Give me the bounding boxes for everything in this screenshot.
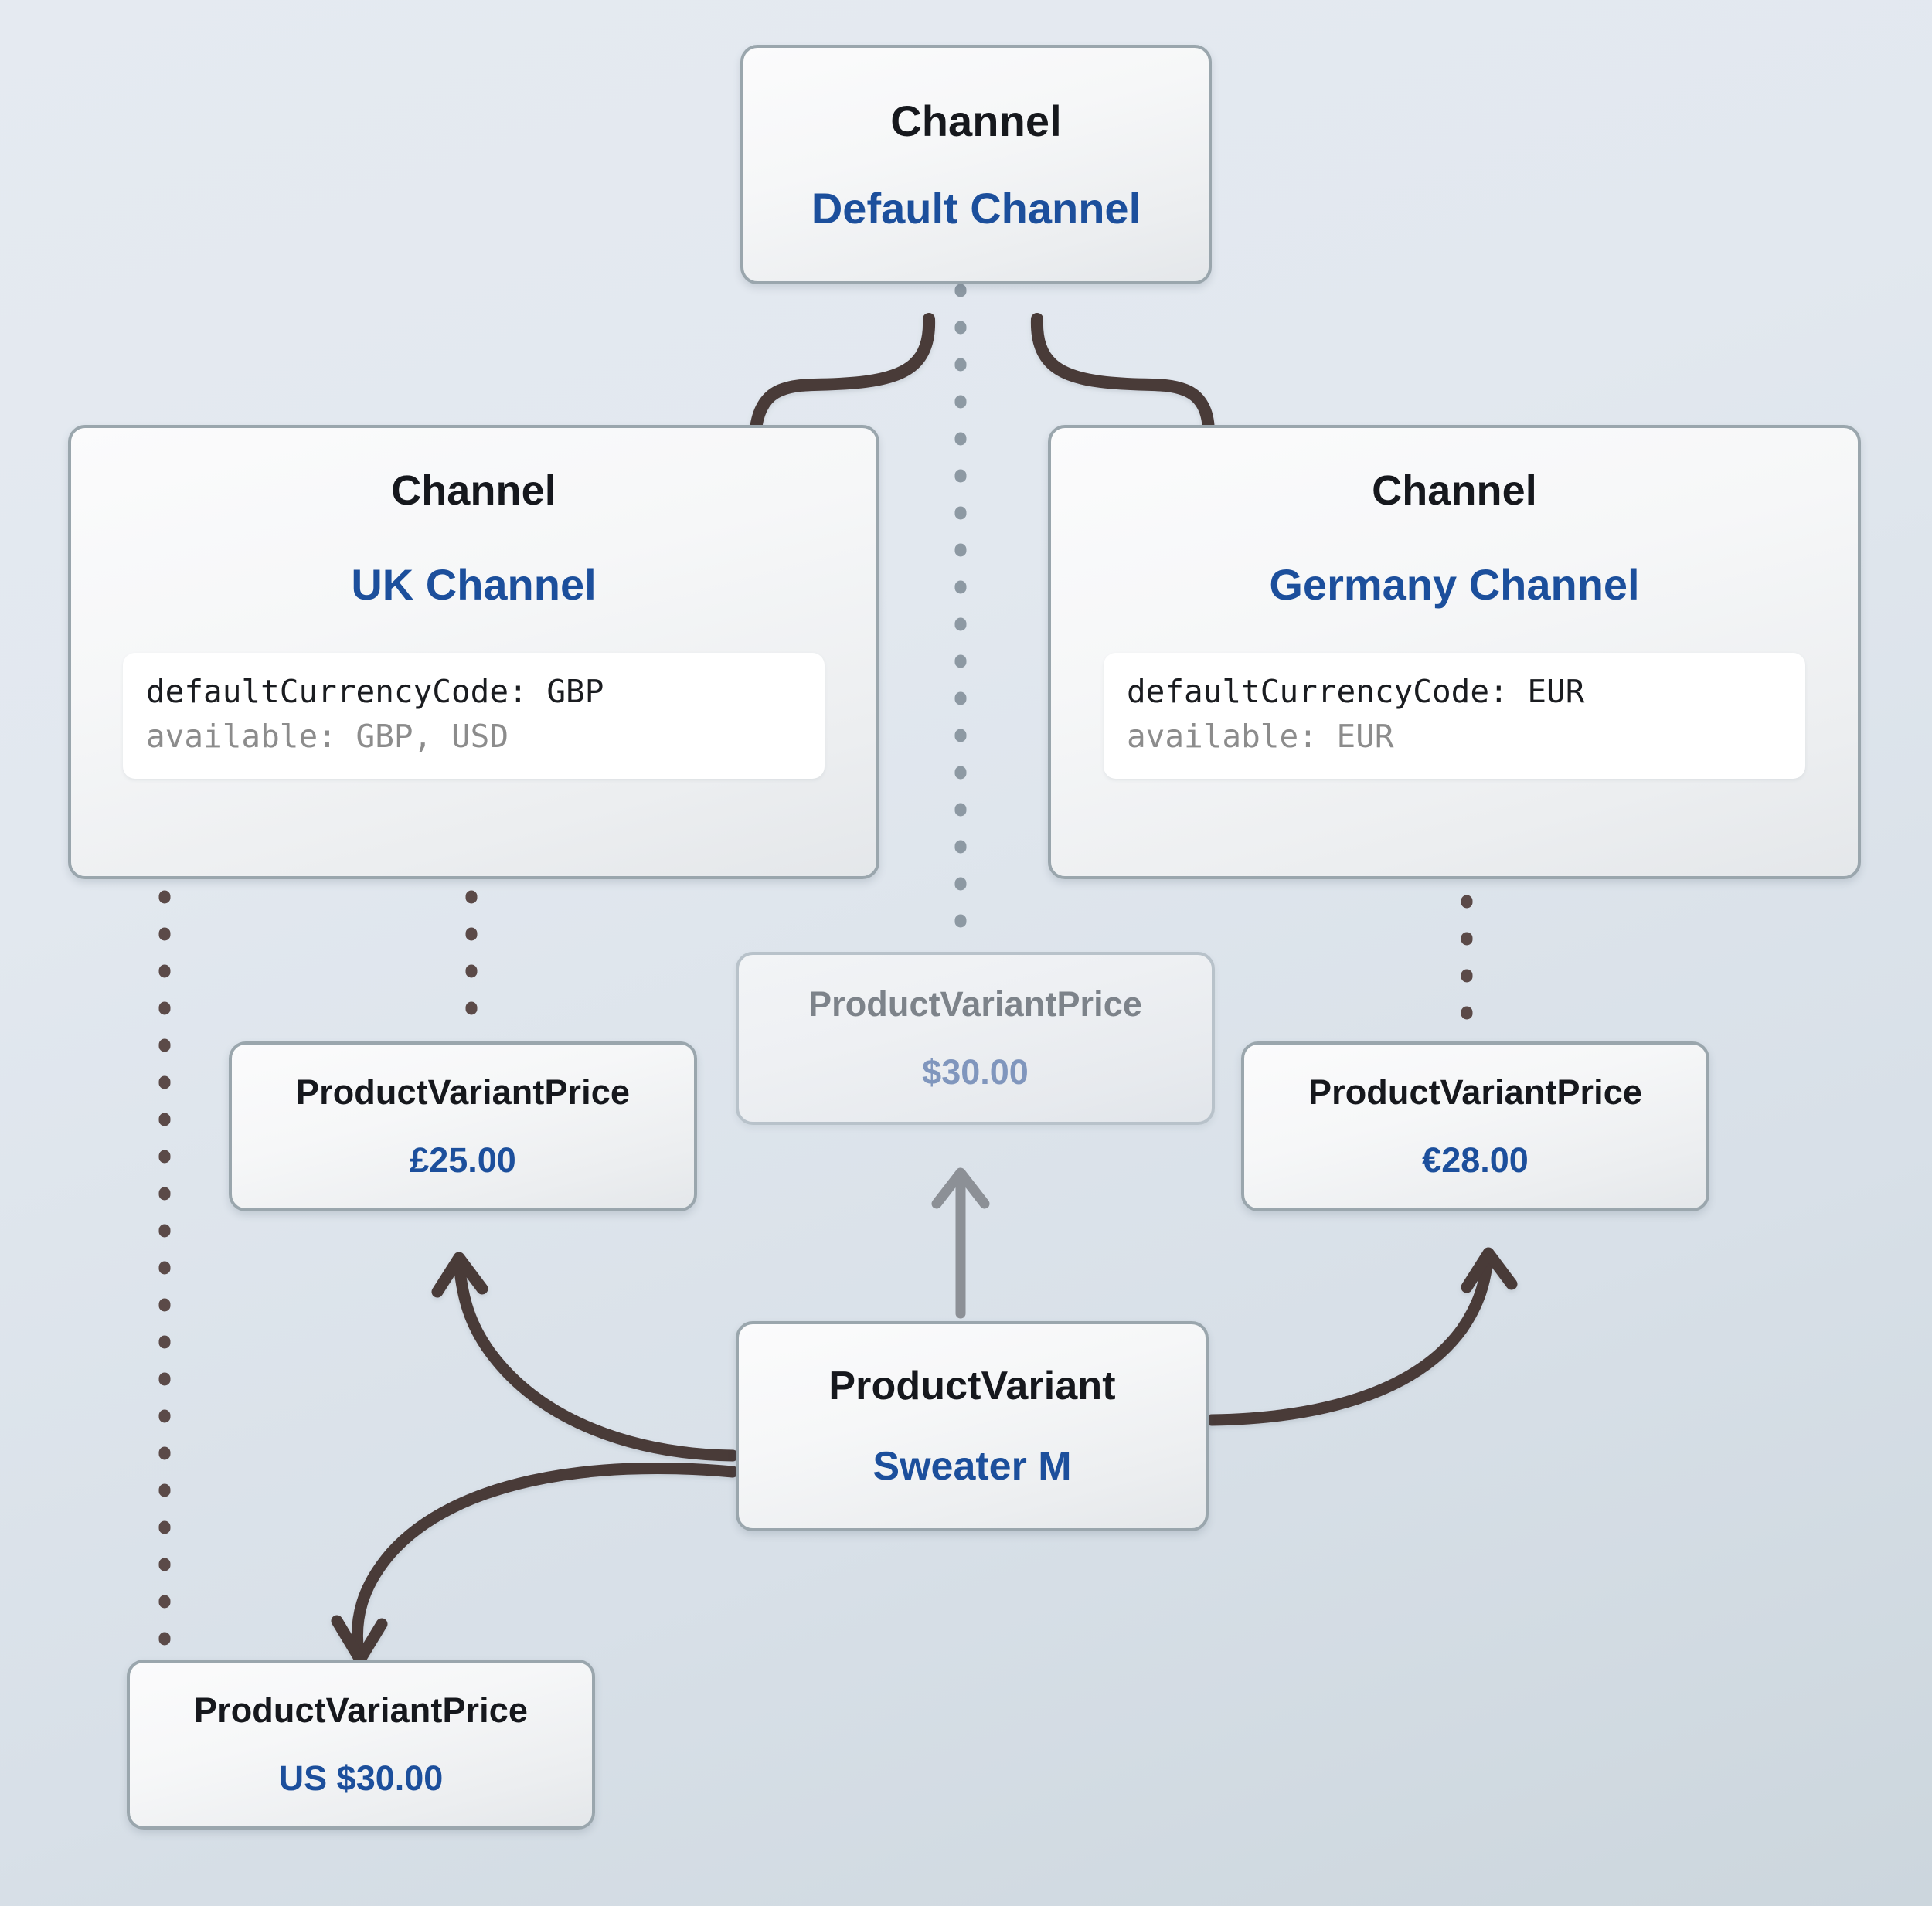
node-price-value: $30.00 — [922, 1052, 1029, 1092]
node-price-value: €28.00 — [1422, 1140, 1529, 1180]
node-name-label: Germany Channel — [1269, 560, 1640, 609]
node-type-label: ProductVariantPrice — [193, 1690, 529, 1730]
node-type-label: ProductVariant — [828, 1364, 1116, 1408]
node-product-variant[interactable]: ProductVariant Sweater M — [736, 1321, 1209, 1531]
node-product-variant-price-gbp[interactable]: ProductVariantPrice £25.00 — [229, 1041, 697, 1211]
node-default-channel[interactable]: Channel Default Channel — [740, 45, 1212, 284]
node-type-label: ProductVariantPrice — [808, 984, 1143, 1024]
channel-currency-code-block: defaultCurrencyCode: EUR available: EUR — [1104, 653, 1805, 779]
node-product-variant-price-usd[interactable]: ProductVariantPrice US $30.00 — [127, 1660, 595, 1830]
node-product-variant-price-usd-default[interactable]: ProductVariantPrice $30.00 — [736, 952, 1215, 1125]
node-uk-channel[interactable]: Channel UK Channel defaultCurrencyCode: … — [68, 425, 879, 879]
node-name-label: Sweater M — [872, 1444, 1072, 1489]
default-currency-code-line: defaultCurrencyCode: EUR — [1127, 673, 1585, 710]
edge-variant-to-price-usd-default — [931, 1167, 990, 1319]
node-type-label: ProductVariantPrice — [295, 1072, 631, 1112]
edge-variant-to-price-eur — [1206, 1247, 1518, 1426]
node-name-label: UK Channel — [351, 560, 597, 609]
node-type-label: ProductVariantPrice — [1308, 1072, 1643, 1112]
node-name-label: Default Channel — [811, 184, 1141, 233]
default-currency-code-line: defaultCurrencyCode: GBP — [146, 673, 604, 710]
node-type-label: Channel — [890, 97, 1062, 145]
edge-variant-to-price-usd — [331, 1462, 739, 1666]
available-currencies-line: available: GBP, USD — [146, 718, 509, 756]
node-type-label: Channel — [391, 467, 556, 514]
node-price-value: US $30.00 — [278, 1758, 444, 1798]
node-price-value: £25.00 — [410, 1140, 516, 1180]
available-currencies-line: available: EUR — [1127, 718, 1394, 756]
node-type-label: Channel — [1372, 467, 1537, 514]
node-germany-channel[interactable]: Channel Germany Channel defaultCurrencyC… — [1048, 425, 1861, 879]
node-product-variant-price-eur[interactable]: ProductVariantPrice €28.00 — [1241, 1041, 1709, 1211]
edge-variant-to-price-gbp — [431, 1252, 739, 1462]
channel-currency-code-block: defaultCurrencyCode: GBP available: GBP,… — [123, 653, 825, 779]
